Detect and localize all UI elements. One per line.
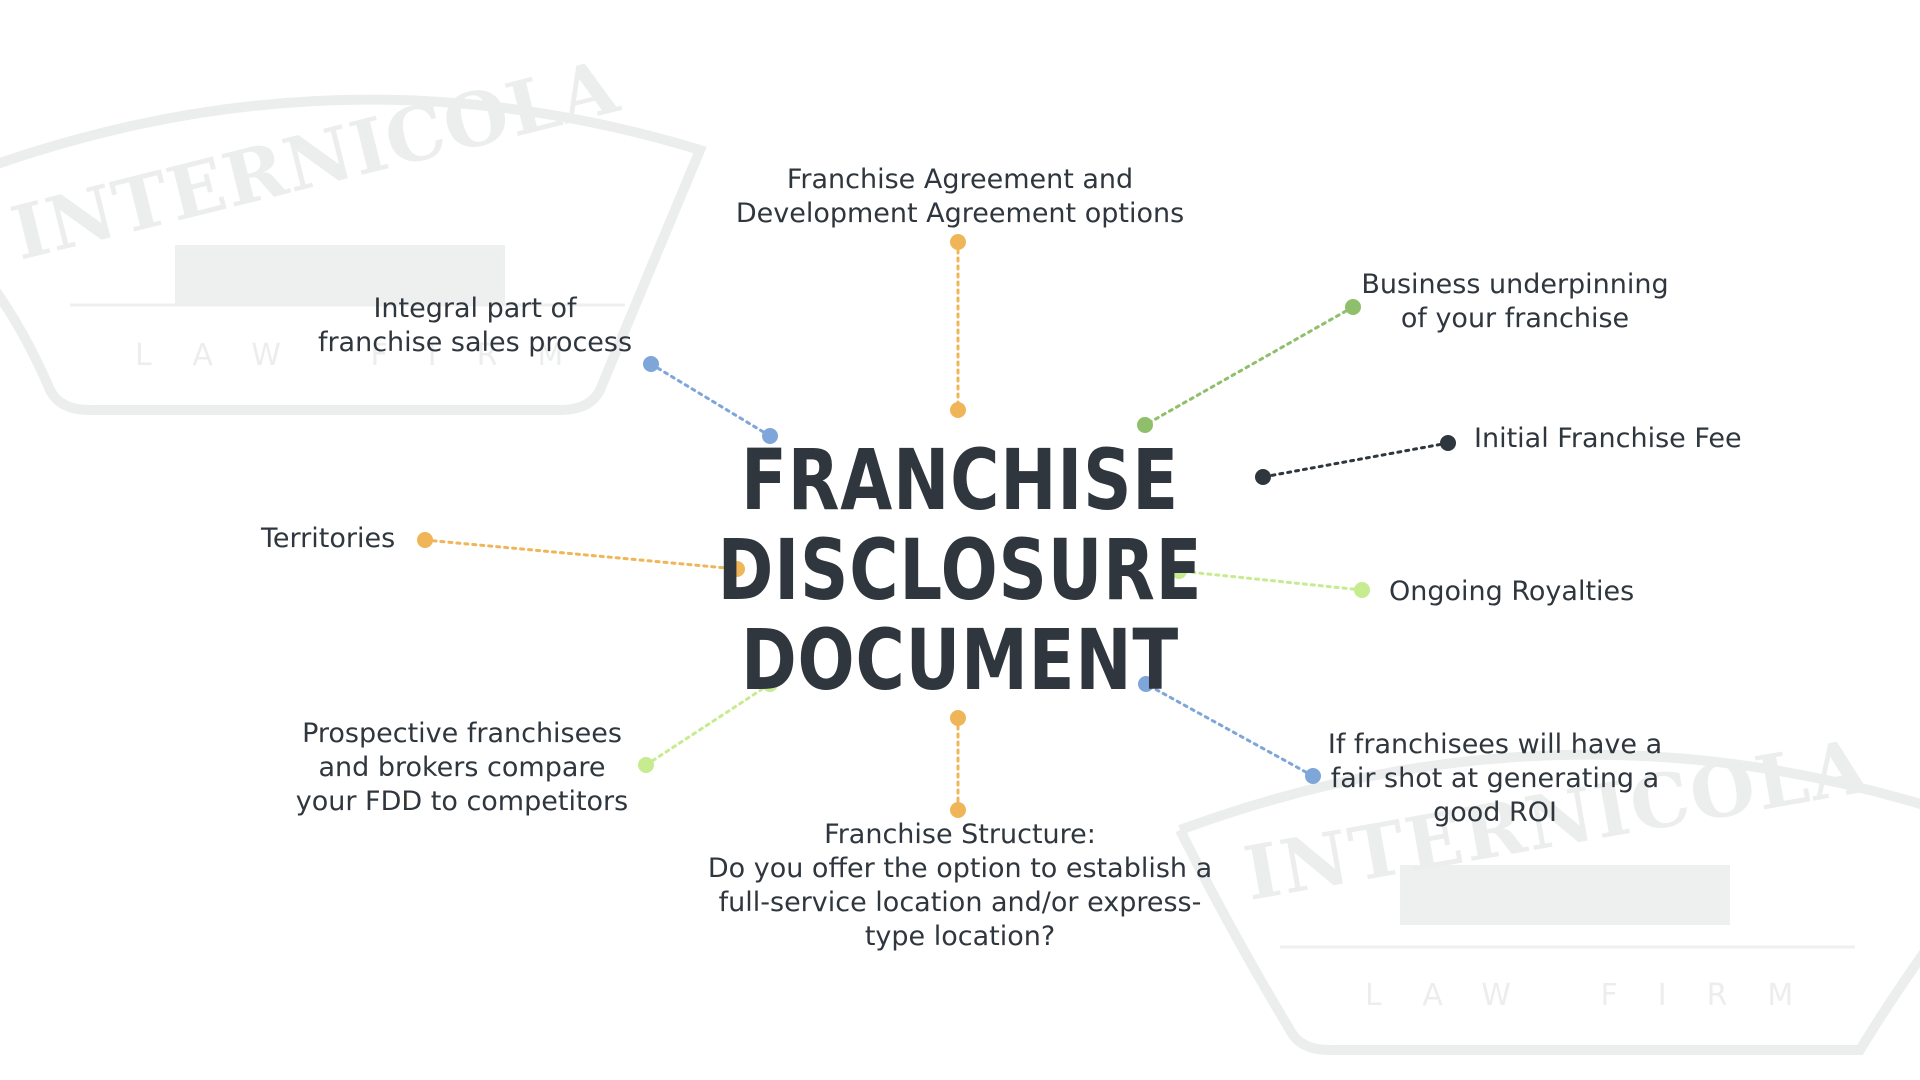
label-roi: If franchisees will have a fair shot at … [1327,729,1663,828]
dot-agreement-outer [950,234,966,250]
dot-agreement-inner [950,402,966,418]
watermark-subtitle-top: LAW FIRM [135,338,603,373]
label-territories: Territories [261,523,396,554]
label-royalties: Ongoing Royalties [1389,576,1635,607]
dot-royalties-outer [1354,582,1370,598]
connector-integral [649,362,772,438]
connector-business [1143,305,1355,427]
label-integral: Integral part of franchise sales process [317,293,633,358]
dot-compare-inner [762,676,778,692]
connector-territories [423,538,739,571]
dot-integral-outer [643,356,659,372]
title-line-2: DISCLOSURE [717,521,1203,619]
dot-territories-inner [729,561,745,577]
label-compare: Prospective franchisees and brokers comp… [295,718,629,817]
dot-compare-outer [638,757,654,773]
label-agreement: Franchise Agreement and Development Agre… [735,164,1185,229]
connector-fee [1261,441,1450,479]
connector-compare [644,682,772,767]
title-line-1: FRANCHISE [741,431,1179,529]
connector-royalties [1177,569,1364,592]
connector-roi [1144,682,1315,778]
title-line-3: DOCUMENT [740,611,1180,709]
dot-fee-inner [1255,469,1271,485]
label-structure: Franchise Structure: Do you offer the op… [707,819,1213,952]
dot-structure-outer [950,802,966,818]
dot-royalties-inner [1171,563,1187,579]
dot-integral-inner [762,428,778,444]
label-fee: Initial Franchise Fee [1474,423,1742,454]
dot-business-outer [1345,299,1361,315]
dot-roi-outer [1305,768,1321,784]
watermark-subtitle-bottom: LAW FIRM [1365,978,1833,1013]
dot-fee-outer [1440,435,1456,451]
diagram-title: FRANCHISE DISCLOSURE DOCUMENT [704,435,1216,705]
dot-business-inner [1137,417,1153,433]
dot-territories-outer [417,532,433,548]
dot-roi-inner [1138,676,1154,692]
label-business: Business underpinning of your franchise [1361,269,1669,334]
dot-structure-inner [950,710,966,726]
